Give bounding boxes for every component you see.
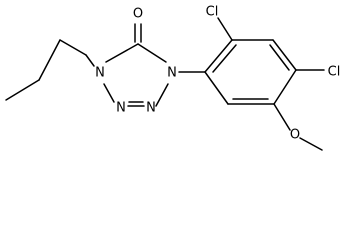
bond-ar-inner-1	[212, 44, 237, 73]
atom-N2: N	[146, 101, 156, 116]
bonds	[5, 17, 325, 151]
bond-butyl-2	[38, 39, 61, 81]
bond-N4-C5	[105, 43, 139, 63]
atoms: N N N N O Cl Cl O	[95, 5, 340, 143]
atom-N3: N	[116, 101, 126, 116]
bond-ar-4	[273, 69, 297, 105]
bond-N1-N2	[155, 83, 169, 107]
atom-Cl-ortho: Cl	[206, 5, 219, 20]
atom-Cl-para: Cl	[328, 65, 341, 80]
bond-OMe-O	[273, 103, 291, 131]
bond-ar-inner-2	[269, 44, 290, 71]
bond-butyl-3	[59, 39, 87, 56]
bond-butyl-1	[5, 79, 40, 101]
atom-O-carbonyl: O	[133, 7, 143, 22]
bond-N3-N4	[103, 83, 115, 103]
bond-C5-N1	[137, 43, 167, 63]
bond-butyl-N	[85, 54, 95, 67]
atom-N4: N	[95, 66, 105, 81]
bond-ar-3	[272, 39, 297, 71]
structure-svg: N N N N O Cl Cl O	[5, 5, 340, 151]
structure-canvas: N N N N O Cl Cl O	[5, 4, 341, 151]
bond-Cl2	[217, 17, 233, 41]
atom-N1: N	[167, 66, 177, 81]
bond-ar-6	[204, 71, 229, 105]
bond-OMe-C	[299, 137, 323, 151]
bond-ar-1	[204, 39, 233, 73]
atom-O-methoxy: O	[290, 128, 300, 143]
